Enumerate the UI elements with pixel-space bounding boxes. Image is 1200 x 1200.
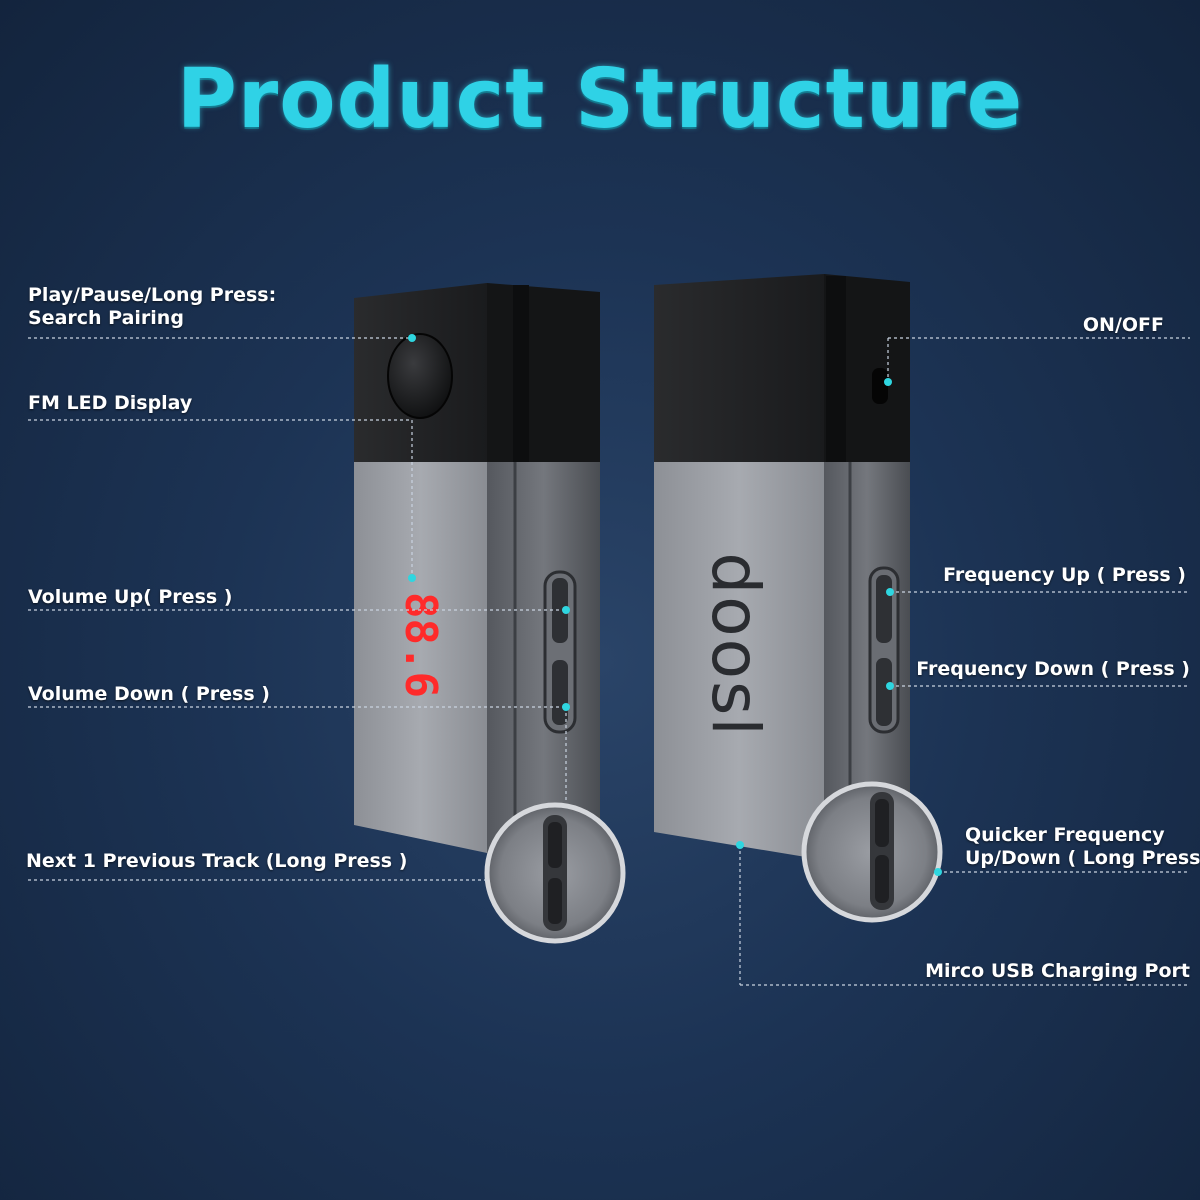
label-quicker-frequency: Quicker Frequency Up/Down ( Long Press) bbox=[965, 824, 1200, 870]
callout-dot bbox=[408, 574, 416, 582]
label-play-pause: Play/Pause/Long Press: Search Pairing bbox=[28, 284, 276, 330]
right-device: doosl bbox=[654, 274, 910, 866]
label-on-off: ON/OFF bbox=[1082, 314, 1164, 336]
callout-dot bbox=[884, 378, 892, 386]
label-play-pause-line1: Play/Pause/Long Press: bbox=[28, 284, 277, 306]
label-frequency-down: Frequency Down ( Press ) bbox=[916, 658, 1190, 680]
brand-logo-text: doosl bbox=[697, 552, 774, 737]
callout-dots bbox=[408, 334, 942, 876]
label-quicker-line1: Quicker Frequency bbox=[965, 824, 1165, 846]
callout-dot bbox=[408, 334, 416, 342]
callout-dot bbox=[886, 588, 894, 596]
left-zoom-circle bbox=[484, 802, 626, 944]
label-play-pause-line2: Search Pairing bbox=[28, 307, 184, 329]
callout-dot bbox=[562, 606, 570, 614]
label-volume-down: Volume Down ( Press ) bbox=[28, 683, 270, 705]
left-device: 88.6 bbox=[354, 283, 600, 860]
label-frequency-up: Frequency Up ( Press ) bbox=[943, 564, 1186, 586]
callout-dot bbox=[736, 841, 744, 849]
callout-dot bbox=[562, 703, 570, 711]
right-zoom-circle bbox=[801, 781, 943, 923]
label-quicker-line2: Up/Down ( Long Press) bbox=[965, 847, 1200, 869]
label-volume-up: Volume Up( Press ) bbox=[28, 586, 233, 608]
page-title: Product Structure bbox=[176, 52, 1024, 147]
label-next-previous-track: Next 1 Previous Track (Long Press ) bbox=[26, 850, 408, 872]
label-usb-charging-port: Mirco USB Charging Port bbox=[925, 960, 1190, 982]
callout-dot bbox=[886, 682, 894, 690]
callout-lines bbox=[28, 337, 1190, 986]
led-display-digits: 88.6 bbox=[395, 592, 446, 698]
callout-dot bbox=[934, 868, 942, 876]
label-fm-led-display: FM LED Display bbox=[28, 392, 193, 414]
